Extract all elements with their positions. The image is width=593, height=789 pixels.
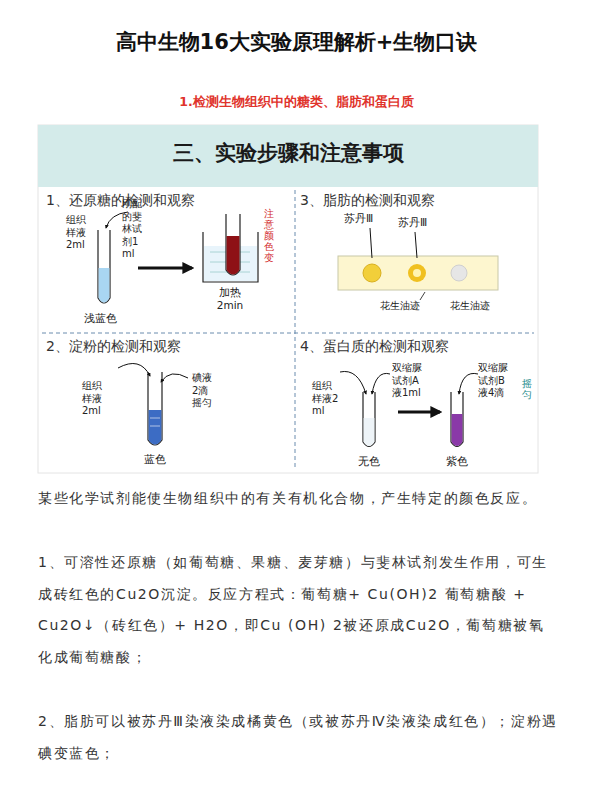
figure-frame [38, 125, 538, 473]
process-arrow [138, 267, 192, 270]
dropper-line [118, 364, 150, 377]
sample-label: 花生油迹 [380, 300, 426, 313]
dropper-line [340, 371, 366, 394]
panel-heading: 2、淀粉的检测和观察 [46, 336, 291, 360]
panel-divider [295, 190, 296, 470]
dropper-line [459, 373, 478, 394]
note-text: 摇匀 [522, 378, 532, 400]
leader-line [420, 292, 425, 300]
note-text: 注意颜色变 [264, 208, 274, 263]
sample-label: 花生油迹 [450, 300, 496, 313]
page-title: 高中生物16大实验原理解析+生物口诀 [0, 28, 593, 56]
dropper-line [161, 374, 188, 382]
callout-text: 刚配的斐林试剂1ml [122, 198, 148, 261]
header-band: 三、实验步骤和注意事项 [38, 125, 538, 187]
oil-spot [363, 264, 381, 282]
reagent-label: 苏丹Ⅲ [398, 216, 438, 229]
panel-title: 2、淀粉的检测和观察 [46, 338, 291, 356]
color-label: 无色 [358, 455, 388, 468]
color-label: 蓝色 [144, 453, 174, 466]
callout-text: 组织样液2ml [312, 380, 340, 418]
panel-heading: 1、还原糖的检测和观察 [46, 190, 291, 214]
panel-heading: 3、脂肪的检测和观察 [300, 190, 536, 214]
panel-divider [42, 333, 534, 334]
callout-text: 双缩脲试剂B液4滴 [478, 362, 514, 400]
color-label: 紫色 [446, 455, 476, 468]
reagent-label: 苏丹Ⅲ [344, 212, 384, 225]
callout-text: 双缩脲试剂A液1ml [392, 362, 428, 400]
color-label: 浅蓝色 [84, 312, 124, 325]
filter-paper [338, 256, 498, 290]
callout-text: 组织样液 2ml [66, 214, 90, 252]
callout-text: 加热 2min [214, 286, 246, 312]
section-heading: 1.检测生物组织中的糖类、脂肪和蛋白质 [0, 94, 593, 110]
oil-spot [408, 264, 426, 282]
leader-line [370, 228, 372, 258]
panel-heading: 4、蛋白质的检测和观察 [300, 336, 536, 360]
body-paragraph: 某些化学试剂能使生物组织中的有关有机化合物，产生特定的颜色反应。 [38, 483, 558, 515]
test-tube [148, 372, 162, 445]
oil-spot-center [413, 269, 421, 277]
leader-line [415, 232, 417, 258]
test-tube [363, 392, 375, 447]
body-paragraph: 1、可溶性还原糖（如葡萄糖、果糖、麦芽糖）与斐林试剂发生作用，可生成砖红色的Cu… [38, 547, 558, 673]
callout-text: 碘液 2滴 摇匀 [192, 372, 216, 410]
body-paragraph: 2、脂肪可以被苏丹Ⅲ染液染成橘黄色（或被苏丹Ⅳ染液染成红色）；淀粉遇碘变蓝色； [38, 706, 558, 769]
test-tube [451, 392, 463, 447]
panel-title: 3、脂肪的检测和观察 [300, 192, 536, 210]
panel-title: 4、蛋白质的检测和观察 [300, 338, 536, 356]
oil-spot [451, 265, 467, 281]
process-arrow [398, 411, 440, 414]
band-heading: 三、实验步骤和注意事项 [38, 139, 538, 167]
water-bath [203, 214, 258, 282]
panel-title: 1、还原糖的检测和观察 [46, 192, 291, 210]
dropper-line [372, 373, 390, 394]
header-band-fill [38, 125, 538, 187]
test-tube [98, 230, 110, 303]
callout-text: 组织样液 2ml [82, 380, 106, 418]
